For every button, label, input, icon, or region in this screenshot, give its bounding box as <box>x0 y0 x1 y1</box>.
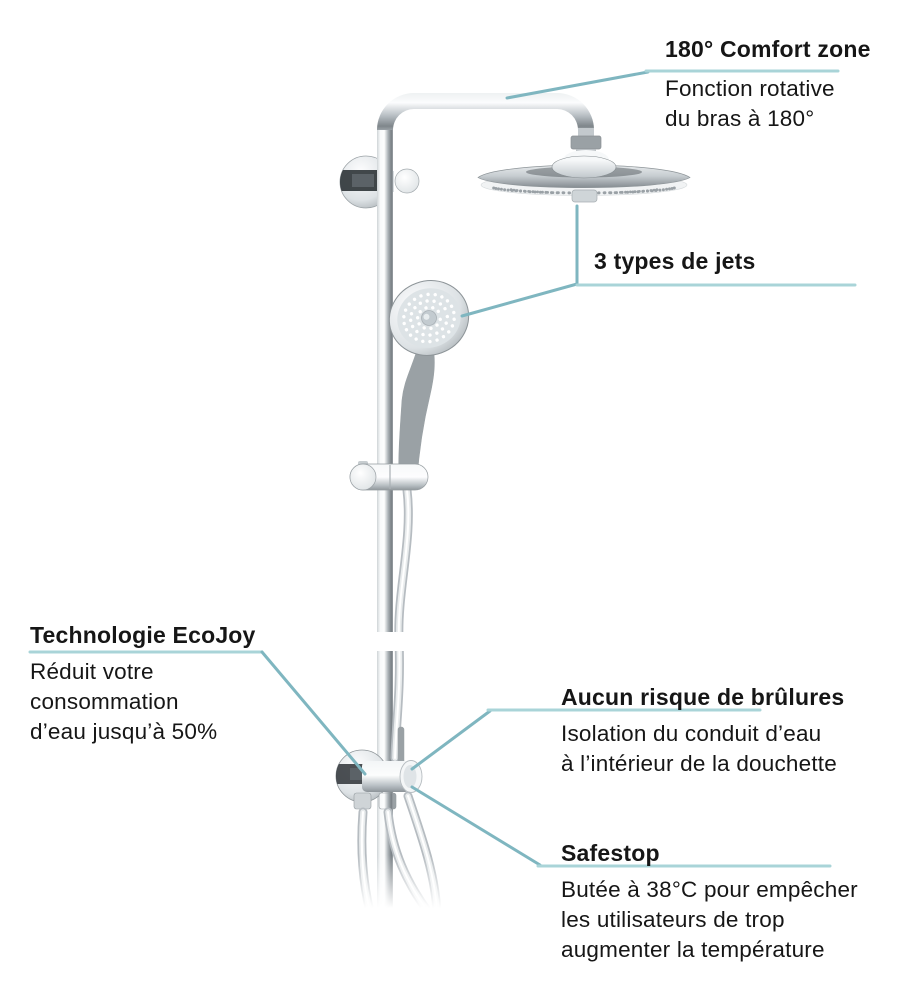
rail-slider-holder <box>349 461 429 491</box>
callout-ecojoy-title: Technologie EcoJoy <box>30 622 256 648</box>
valve-lever <box>397 726 405 766</box>
hose-connector-nut <box>378 792 397 810</box>
callout-comfort-zone-body: Fonction rotative du bras à 180° <box>665 74 871 134</box>
callout-ecojoy: Technologie EcoJoy Réduit votre consomma… <box>30 622 256 747</box>
callout-comfort-zone-title: 180° Comfort zone <box>665 36 871 62</box>
rain-head-center-nozzle <box>571 189 598 203</box>
callout-line: du bras à 180° <box>665 106 815 131</box>
rail-break <box>358 632 432 651</box>
leader-comfort-diagonal <box>505 70 650 100</box>
leader-brulures-diagonal <box>410 709 492 771</box>
callout-line: les utilisateurs de trop <box>561 907 785 932</box>
callout-line: Fonction rotative <box>665 76 835 101</box>
callout-brulures-title: Aucun risque de brûlures <box>561 684 845 710</box>
rain-shower-head <box>477 155 691 203</box>
callout-line: Butée à 38°C pour empêcher <box>561 877 858 902</box>
callout-jets: 3 types de jets <box>594 248 756 274</box>
callout-ecojoy-body: Réduit votre consommation d’eau jusqu’à … <box>30 657 256 747</box>
callout-safestop-body: Butée à 38°C pour empêcher les utilisate… <box>561 875 858 965</box>
callout-line: d’eau jusqu’à 50% <box>30 719 218 744</box>
callout-line: Isolation du conduit d’eau <box>561 721 822 746</box>
valve-body <box>362 761 410 792</box>
callout-line: Réduit votre <box>30 659 154 684</box>
leader-jets-diagonal <box>460 282 579 318</box>
hose-connector-nut <box>353 792 372 810</box>
shower-arm <box>377 93 594 140</box>
arm-drop-tube <box>578 128 594 138</box>
valve <box>335 726 423 810</box>
callout-brulures: Aucun risque de brûlures Isolation du co… <box>561 684 844 779</box>
hand-shower-nozzles <box>402 292 456 344</box>
callout-line: à l’intérieur de la douchette <box>561 751 837 776</box>
callout-safestop: Safestop Butée à 38°C pour empêcher les … <box>561 840 858 965</box>
callout-jets-title: 3 types de jets <box>594 248 756 274</box>
hand-shower <box>388 280 470 481</box>
callout-line: consommation <box>30 689 179 714</box>
slide-rail <box>377 130 393 915</box>
bottom-fade <box>328 855 463 935</box>
callout-comfort-zone: 180° Comfort zone Fonction rotative du b… <box>665 36 871 134</box>
callout-line: augmenter la température <box>561 937 825 962</box>
leader-safestop-diagonal <box>410 785 542 867</box>
leader-ecojoy-diagonal <box>260 650 367 776</box>
callout-safestop-title: Safestop <box>561 840 660 866</box>
rain-head-nozzles <box>492 186 676 195</box>
callout-brulures-body: Isolation du conduit d’eau à l’intérieur… <box>561 719 844 779</box>
hand-shower-handle <box>398 343 435 481</box>
rail-mount-cap <box>394 168 420 194</box>
